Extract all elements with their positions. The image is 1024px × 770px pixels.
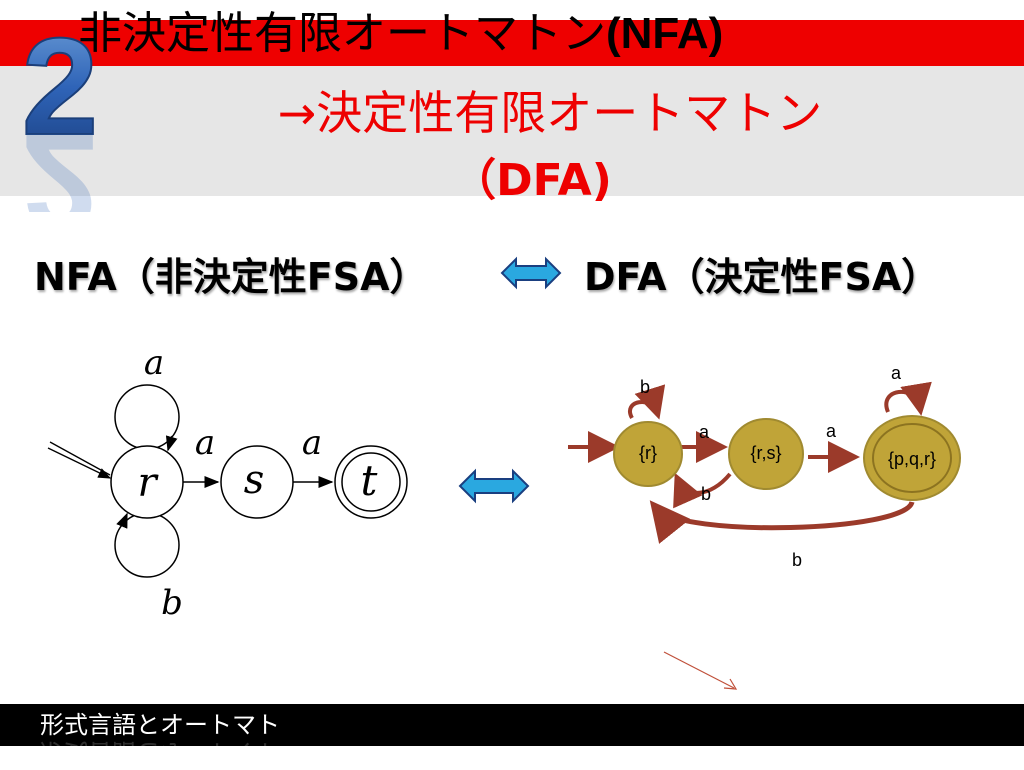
dfa-edge-pqr-r-label: b bbox=[792, 550, 802, 570]
nfa-loop-top-label: a bbox=[144, 343, 164, 383]
nfa-diagram: r s t a b a a bbox=[47, 343, 408, 623]
subtitle-nfa: NFA（非決定性FSA） bbox=[34, 255, 428, 299]
page-title-line2: →決定性有限オートマトン bbox=[277, 86, 823, 140]
dfa-edge-rs-r bbox=[673, 472, 732, 509]
nfa-state-t bbox=[334, 445, 408, 519]
dfa-state-pqr bbox=[863, 415, 961, 501]
dfa-state-r bbox=[613, 421, 683, 487]
title-red-band bbox=[0, 20, 1024, 66]
page-title-line1: 非決定性有限オートマトン(NFA) bbox=[78, 2, 1008, 66]
dfa-edge-r-rs-label: a bbox=[699, 422, 710, 442]
footer-text: 形式言語とオートマト bbox=[40, 711, 280, 739]
nfa-loop-bottom-label: b bbox=[161, 583, 183, 623]
dfa-state-rs-label: {r,s} bbox=[750, 443, 781, 463]
dfa-edge-pqr-r bbox=[649, 500, 915, 544]
footer-text-reflection: 形式言語とオートマト bbox=[40, 738, 280, 766]
dfa-state-r-label: {r} bbox=[639, 443, 657, 463]
nfa-loop-bottom bbox=[114, 512, 180, 578]
title-grey-band bbox=[0, 66, 1024, 196]
pointer-arrow-icon bbox=[663, 651, 738, 690]
dfa-diagram: {r} {r,s} {p,q,r} b a b a a b bbox=[568, 363, 961, 570]
nfa-state-t-accepting bbox=[341, 452, 401, 512]
nfa-start-arrow-line1 bbox=[49, 441, 111, 476]
dfa-loop-r bbox=[628, 384, 666, 420]
dfa-state-pqr-accepting bbox=[872, 423, 952, 493]
nfa-loop-top bbox=[114, 384, 180, 450]
nfa-loop-top-arrow bbox=[165, 435, 178, 452]
footer-bar bbox=[0, 704, 1024, 746]
title-ja: 非決定性有限オートマトン bbox=[78, 8, 606, 59]
double-arrow-icon-middle bbox=[458, 468, 530, 504]
dfa-edge-rs-r-label: b bbox=[701, 484, 711, 504]
nfa-state-s-label: s bbox=[244, 457, 265, 503]
dfa-loop-r-label: b bbox=[640, 377, 650, 397]
page-title-line3: （DFA) bbox=[452, 155, 612, 206]
dfa-loop-pqr bbox=[884, 381, 932, 416]
nfa-start-arrow bbox=[47, 447, 112, 479]
dfa-edge-rs-pqr-label: a bbox=[826, 421, 837, 441]
slide-number-reflection: 2 bbox=[22, 104, 99, 212]
nfa-state-r-label: r bbox=[137, 460, 159, 506]
slide-number-logo: 2 2 bbox=[21, 22, 100, 212]
title-en: (NFA) bbox=[606, 9, 724, 58]
subtitle-dfa: DFA（決定性FSA） bbox=[584, 255, 940, 299]
slide-number: 2 bbox=[22, 22, 99, 164]
nfa-edge-st-label: a bbox=[302, 423, 322, 463]
nfa-edge-rs-label: a bbox=[195, 423, 215, 463]
nfa-loop-bottom-arrow bbox=[116, 512, 128, 529]
dfa-state-rs bbox=[728, 418, 804, 490]
nfa-state-t-label: t bbox=[361, 456, 378, 505]
dfa-loop-pqr-label: a bbox=[891, 363, 902, 383]
dfa-state-pqr-label: {p,q,r} bbox=[888, 449, 936, 469]
double-arrow-icon bbox=[500, 256, 562, 290]
